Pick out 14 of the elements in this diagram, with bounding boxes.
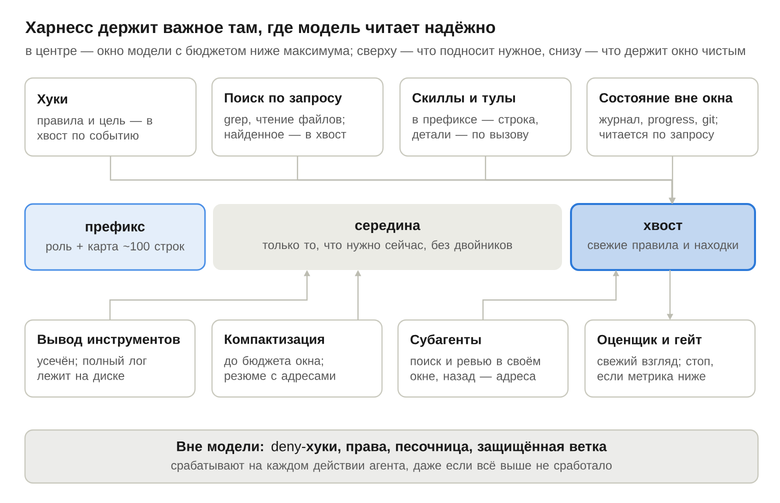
info-card: Вывод инструментов усечён; полный лог лежит на диске: [24, 319, 196, 398]
info-card: Состояние вне окна журнал, progress, git; читается по запросу: [586, 77, 759, 157]
info-card: Оценщик и гейт свежий взгляд; стоп, если метрика ниже: [584, 319, 756, 398]
segment-box: середина только то, что нужно сейчас, без двойников: [213, 204, 562, 270]
segment-box: префикс роль + карта ~100 строк: [24, 203, 206, 271]
title: Харнесс держит важное там, где модель читает надёжно: [25, 21, 496, 36]
info-card: Хуки правила и цель — в хвост по событию: [24, 77, 197, 157]
segment-box: хвост свежие правила и находки: [570, 203, 756, 271]
info-card: Компактизация до бюджета окна; резюме с адресами: [211, 319, 383, 398]
info-card: Субагенты поиск и ревью в своём окне, назад — адреса: [397, 319, 569, 398]
note-banner: Вне модели: deny-хуки, права, песочница, защищённая ветка срабатывают на каждом действии агента, даже если всё выше не сработало: [24, 429, 759, 484]
info-card: Поиск по запросу grep, чтение файлов; найденное — в хвост: [211, 77, 384, 157]
subtitle: в центре — окно модели с бюджетом ниже максимума; сверху — что подносит нужное, снизу — что держит окно чистым: [26, 46, 745, 58]
info-card: Скиллы и тулы в префиксе — строка, детали — по вызову: [399, 77, 572, 157]
